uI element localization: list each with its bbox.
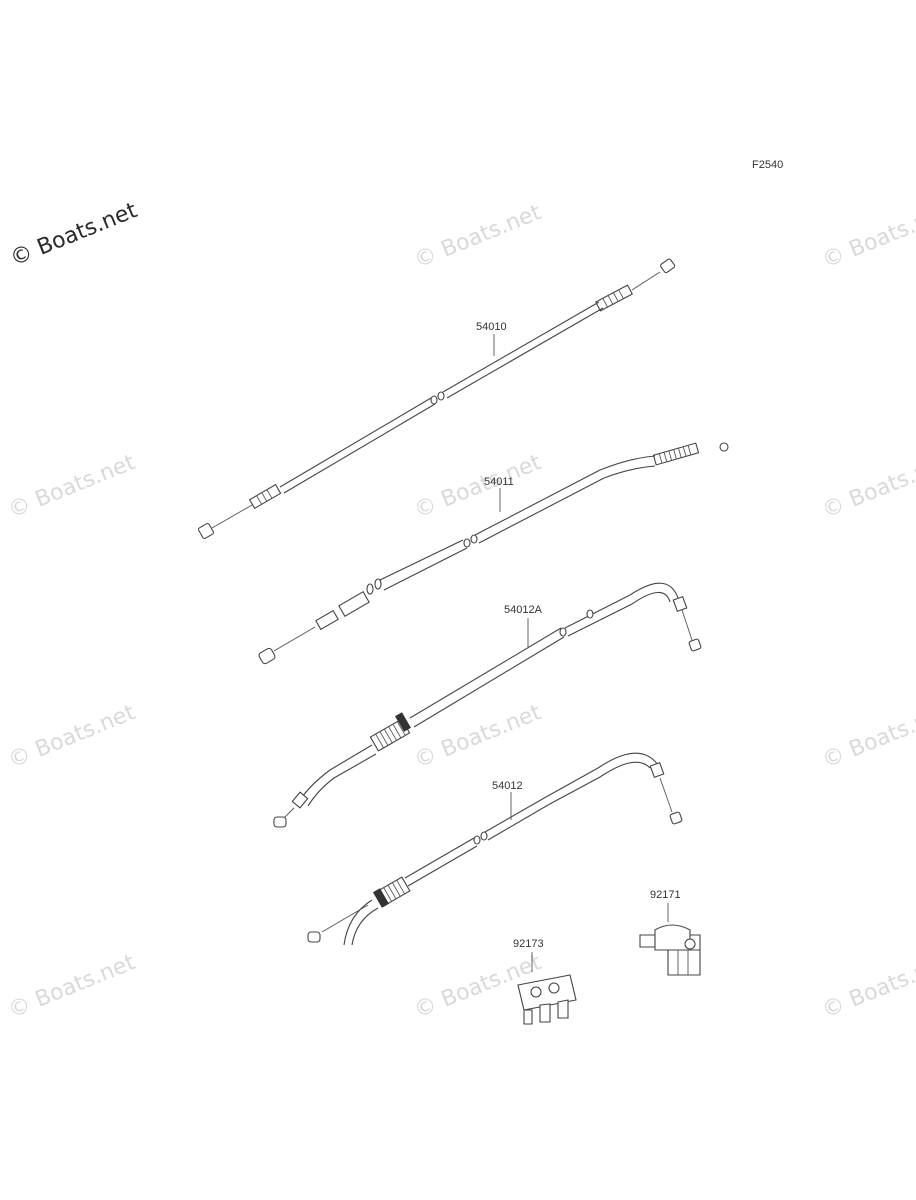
figure-code: F2540: [752, 159, 783, 171]
part-label-54012[interactable]: 54012: [492, 780, 523, 792]
watermark: © Boats.net: [5, 450, 139, 524]
watermark: © Boats.net: [411, 700, 545, 774]
part-label-54011[interactable]: 54011: [484, 476, 514, 488]
part-label-54012A[interactable]: 54012A: [504, 604, 543, 616]
watermark: © Boats.net: [5, 700, 139, 774]
watermark: © Boats.net: [411, 450, 545, 524]
watermark: © Boats.net: [411, 200, 545, 274]
watermark: © Boats.net: [5, 950, 139, 1024]
watermark-group: © Boats.net © Boats.net © Boats.net © Bo…: [5, 200, 916, 1024]
cable-54011: [258, 442, 729, 665]
watermark: © Boats.net: [819, 700, 916, 774]
cable-54010: [197, 258, 676, 540]
part-label-92171[interactable]: 92171: [650, 889, 681, 901]
watermark: © Boats.net: [819, 200, 916, 274]
cable-54012: [307, 752, 683, 946]
clamp-92171: [639, 903, 701, 976]
part-label-92173[interactable]: 92173: [513, 938, 544, 950]
cable-54012A: [273, 582, 702, 828]
part-label-54010[interactable]: 54010: [476, 321, 507, 333]
clamp-92173: [517, 952, 577, 1025]
watermark: © Boats.net: [819, 450, 916, 524]
watermark: © Boats.net: [819, 950, 916, 1024]
watermark-main: © Boats.net: [7, 198, 141, 272]
